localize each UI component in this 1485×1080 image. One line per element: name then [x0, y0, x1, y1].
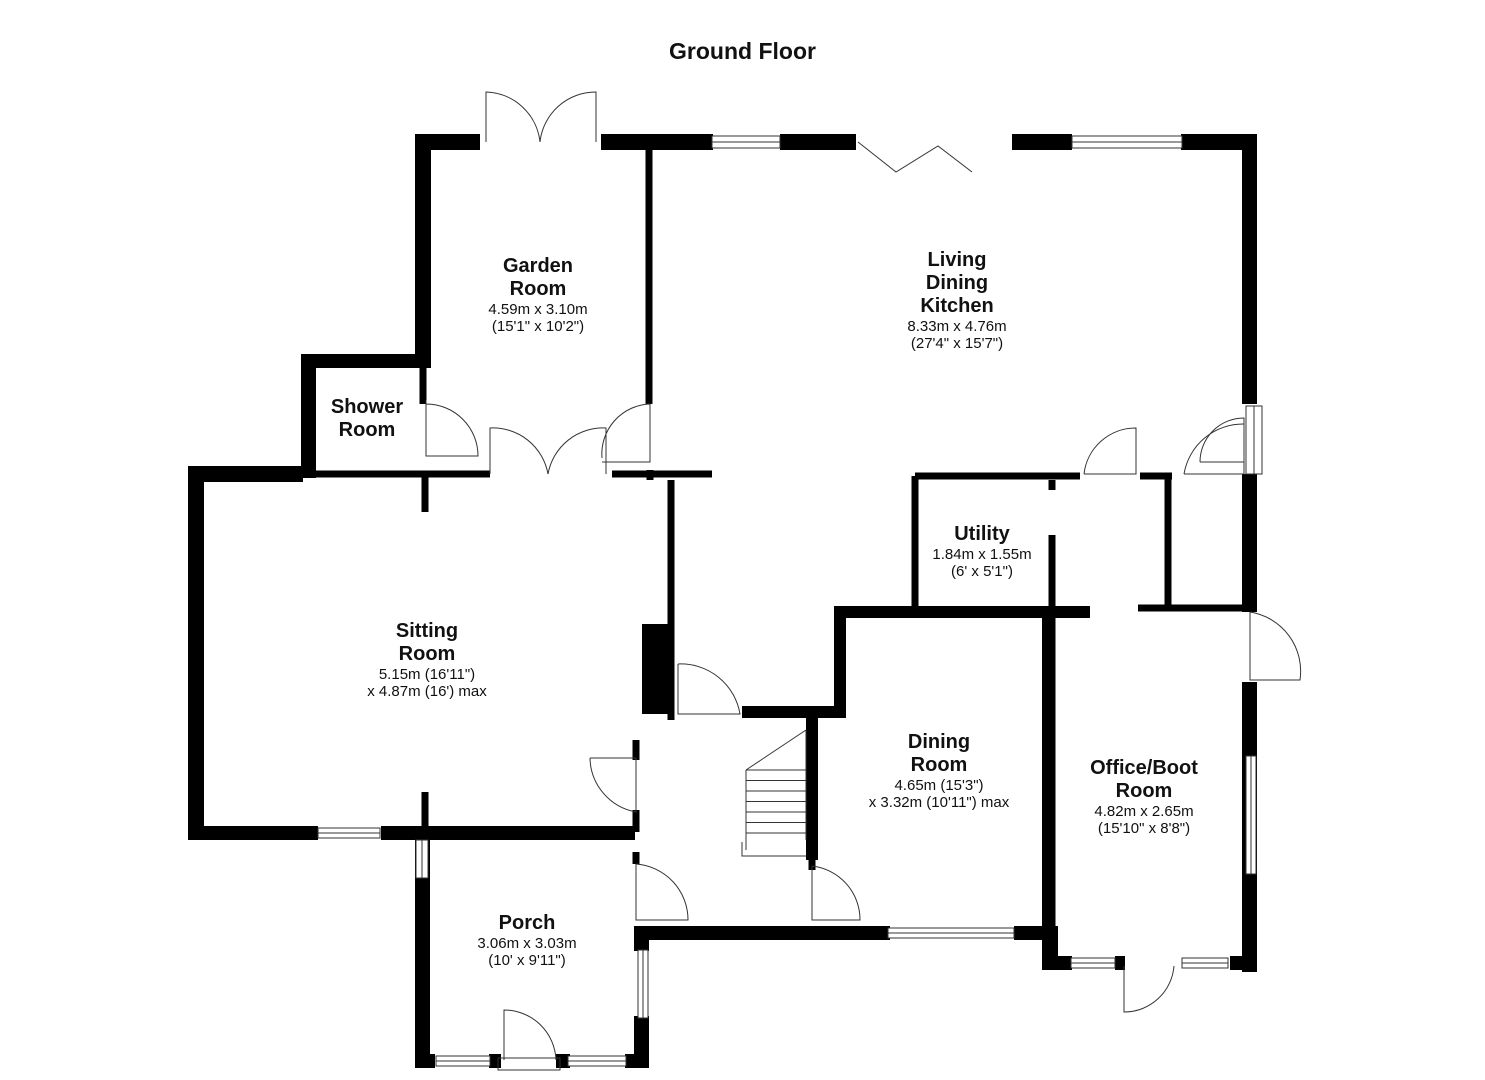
- door-swing: [539, 91, 597, 143]
- wall: [301, 354, 431, 368]
- room-name: Room: [338, 419, 396, 441]
- wall: [634, 926, 649, 951]
- door-swing: [1083, 427, 1137, 475]
- door-swing: [489, 427, 549, 475]
- wall: [489, 1054, 501, 1068]
- door-swing: [635, 863, 689, 921]
- room-dimensions-imperial: (15'10" x 8'8"): [1097, 820, 1191, 837]
- room-name: Sitting: [395, 620, 459, 642]
- room-name: Room: [509, 278, 567, 300]
- room-name: Room: [910, 754, 968, 776]
- wall: [415, 134, 431, 356]
- wall: [415, 1054, 435, 1068]
- room-dimensions-imperial: (6' x 5'1"): [951, 563, 1013, 580]
- room-garden-room: Garden Room 4.59m x 3.10m (15'1" x 10'2"…: [438, 255, 638, 335]
- door-swing: [1199, 417, 1245, 463]
- room-dimensions-metric: 1.84m x 1.55m: [932, 546, 1032, 563]
- room-utility: Utility 1.84m x 1.55m (6' x 5'1"): [908, 523, 1056, 580]
- wall: [415, 134, 480, 150]
- room-name: Room: [398, 643, 456, 665]
- room-porch: Porch 3.06m x 3.03m (10' x 9'11"): [447, 912, 607, 969]
- room-living-dining-kitchen: Living Dining Kitchen 8.33m x 4.76m (27'…: [857, 249, 1057, 352]
- wall: [188, 826, 318, 840]
- room-name: Porch: [498, 912, 556, 934]
- wall: [742, 706, 846, 718]
- stair-landing: [741, 842, 806, 857]
- wall: [780, 134, 856, 150]
- wall: [1042, 956, 1072, 970]
- staircase: [741, 729, 807, 857]
- room-dimensions-imperial: (27'4" x 15'7"): [910, 335, 1004, 352]
- door-swing: [503, 1009, 557, 1061]
- room-name: Shower: [330, 396, 404, 418]
- wall: [1230, 956, 1257, 970]
- doors: [425, 91, 1302, 1071]
- wall: [1115, 956, 1125, 970]
- wall: [188, 466, 204, 840]
- wall: [634, 1016, 649, 1068]
- door-swing: [601, 403, 651, 463]
- room-sitting-room: Sitting Room 5.15m (16'11") x 4.87m (16'…: [317, 620, 537, 700]
- wall: [423, 826, 635, 840]
- room-name: Office/Boot: [1090, 757, 1198, 779]
- room-dimensions-metric: 4.65m (15'3"): [894, 777, 984, 794]
- room-dimensions-metric: 8.33m x 4.76m: [907, 318, 1007, 335]
- wall: [834, 606, 1090, 618]
- room-name: Dining: [907, 731, 971, 753]
- room-name: Utility: [954, 523, 1010, 545]
- wall: [806, 706, 818, 860]
- wall: [1242, 474, 1257, 612]
- door-swing: [1123, 965, 1175, 1013]
- door-swing: [677, 663, 741, 715]
- room-name: Garden: [502, 255, 574, 277]
- wall: [1181, 134, 1257, 150]
- wall: [834, 606, 846, 716]
- wall: [381, 826, 429, 840]
- room-name: Kitchen: [920, 295, 994, 317]
- room-dimensions-metric: 5.15m (16'11"): [378, 666, 476, 683]
- wall: [1242, 134, 1257, 404]
- door-swing: [425, 400, 479, 457]
- room-dimensions-imperial: (10' x 9'11"): [488, 952, 566, 969]
- room-name: Room: [1115, 780, 1173, 802]
- bifold-door: [857, 141, 973, 173]
- room-shower-room: Shower Room: [312, 396, 422, 442]
- wall: [188, 466, 303, 482]
- wall: [1012, 134, 1072, 150]
- wall: [415, 840, 430, 1068]
- room-name: Living: [927, 249, 987, 271]
- room-dimensions-imperial: (15'1" x 10'2"): [491, 318, 585, 335]
- room-dimensions-imperial: x 3.32m (10'11") max: [868, 794, 1010, 811]
- windows: [317, 135, 1263, 1067]
- room-name: Dining: [925, 272, 989, 294]
- door-swing: [497, 1057, 561, 1071]
- room-dimensions-metric: 3.06m x 3.03m: [477, 935, 577, 952]
- room-dining-room: Dining Room 4.65m (15'3") x 3.32m (10'11…: [829, 731, 1049, 811]
- door-swing: [811, 865, 861, 921]
- walls: [188, 134, 1257, 1068]
- floor-title: Ground Floor: [669, 38, 816, 64]
- wall: [601, 134, 713, 150]
- room-dimensions-metric: 4.82m x 2.65m: [1094, 803, 1194, 820]
- wall: [301, 354, 316, 478]
- door-swing: [589, 757, 637, 813]
- wall: [634, 926, 890, 940]
- door-swing: [1183, 423, 1245, 475]
- door-swing: [485, 91, 541, 143]
- room-dimensions-metric: 4.59m x 3.10m: [488, 301, 588, 318]
- room-dimensions-imperial: x 4.87m (16') max: [367, 683, 487, 700]
- stair-edge: [745, 729, 807, 771]
- door-swing: [1249, 611, 1302, 681]
- wall: [642, 624, 672, 714]
- door-swing: [547, 427, 607, 475]
- room-office-boot-room: Office/Boot Room 4.82m x 2.65m (15'10" x…: [1054, 757, 1234, 837]
